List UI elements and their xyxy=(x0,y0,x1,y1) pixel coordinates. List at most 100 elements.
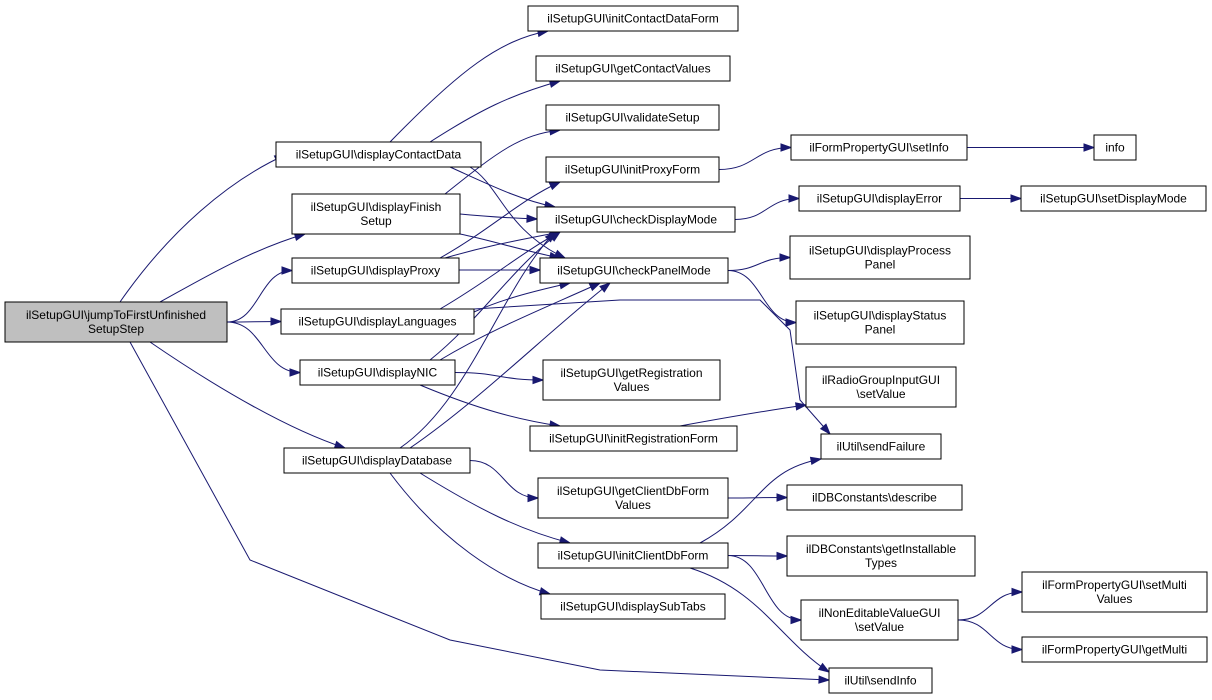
node-displayNIC[interactable]: ilSetupGUI\displayNIC xyxy=(299,359,456,386)
edge-line xyxy=(429,231,561,361)
node-label: ilSetupGUI\displaySubTabs xyxy=(560,600,705,614)
edge-line xyxy=(679,404,807,427)
node-layer: ilSetupGUI\jumpToFirstUnfinishedSetupSte… xyxy=(4,5,1208,694)
node-initRegistrationForm[interactable]: ilSetupGUI\initRegistrationForm xyxy=(529,425,738,452)
node-box xyxy=(786,484,963,511)
edge-checkPanelMode-to-displayProcessPanel xyxy=(727,253,792,271)
arrow-head-icon xyxy=(548,181,562,191)
node-displayLanguages[interactable]: ilSetupGUI\displayLanguages xyxy=(280,308,475,335)
node-validateSetup[interactable]: ilSetupGUI\validateSetup xyxy=(545,104,720,131)
edge-line xyxy=(727,555,802,621)
node-box xyxy=(820,433,942,460)
node-radioSetValue[interactable]: ilRadioGroupInputGUI\setValue xyxy=(805,366,957,408)
node-info[interactable]: info xyxy=(1093,134,1137,161)
node-describe[interactable]: ilDBConstants\describe xyxy=(786,484,963,511)
node-label: ilSetupGUI\displayDatabase xyxy=(302,454,452,468)
node-getContactValues[interactable]: ilSetupGUI\getContactValues xyxy=(535,55,731,82)
node-label: ilFormPropertyGUI\setInfo xyxy=(809,141,949,155)
edge-line xyxy=(459,233,561,259)
edge-line xyxy=(689,567,830,673)
node-label: ilSetupGUI\checkPanelMode xyxy=(557,264,711,278)
node-box xyxy=(539,257,729,284)
edge-line xyxy=(419,384,561,427)
edge-root-to-displayContactData xyxy=(119,154,287,303)
edge-line xyxy=(129,341,830,681)
node-initClientDbForm[interactable]: ilSetupGUI\initClientDbForm xyxy=(537,542,729,569)
arrow-head-icon xyxy=(1010,194,1023,203)
node-box xyxy=(283,447,471,474)
node-box xyxy=(537,542,729,569)
node-label: ilFormPropertyGUI\setMulti xyxy=(1042,578,1187,592)
edge-line xyxy=(159,233,306,303)
node-sendFailure[interactable]: ilUtil\sendFailure xyxy=(820,433,942,460)
edge-line xyxy=(409,282,611,449)
node-initContactDataForm[interactable]: ilSetupGUI\initContactDataForm xyxy=(527,5,739,32)
arrow-head-icon xyxy=(779,253,792,262)
edge-line xyxy=(699,458,822,544)
node-displaySubTabs[interactable]: ilSetupGUI\displaySubTabs xyxy=(540,593,726,620)
arrow-head-icon xyxy=(819,423,832,436)
node-box xyxy=(828,667,933,694)
node-box xyxy=(537,477,729,519)
arrow-head-icon xyxy=(785,318,798,327)
edge-line xyxy=(469,460,539,499)
arrow-head-icon xyxy=(817,662,831,673)
node-label: ilSetupGUI\displayFinish xyxy=(311,200,442,214)
node-label: ilUtil\sendFailure xyxy=(837,440,926,454)
arrow-head-icon xyxy=(532,375,545,385)
node-displayProxy[interactable]: ilSetupGUI\displayProxy xyxy=(291,257,460,284)
node-nonEditSetValue[interactable]: ilNonEditableValueGUI\setValue xyxy=(800,599,959,641)
edge-root-to-displayNIC xyxy=(226,321,302,377)
edge-checkDisplayMode-to-displayError xyxy=(734,194,801,220)
node-box xyxy=(789,235,971,280)
edge-displayFinishSetup-to-checkDisplayMode xyxy=(459,213,539,223)
node-root[interactable]: ilSetupGUI\jumpToFirstUnfinishedSetupSte… xyxy=(4,301,228,343)
node-initProxyForm[interactable]: ilSetupGUI\initProxyForm xyxy=(545,156,720,183)
edge-line xyxy=(389,472,551,595)
node-checkDisplayMode[interactable]: ilSetupGUI\checkDisplayMode xyxy=(536,206,736,233)
edge-line xyxy=(454,372,544,381)
node-label: Values xyxy=(614,380,650,394)
arrow-head-icon xyxy=(776,551,789,561)
node-label: Setup xyxy=(360,214,392,228)
node-label: Types xyxy=(865,556,897,570)
edge-displayNIC-to-getRegistrationValues xyxy=(454,372,545,385)
arrow-head-icon xyxy=(776,493,789,502)
node-box xyxy=(1021,636,1208,663)
node-displayDatabase[interactable]: ilSetupGUI\displayDatabase xyxy=(283,447,471,474)
arrow-head-icon xyxy=(544,230,557,243)
edge-line xyxy=(149,341,346,449)
edge-nonEditSetValue-to-setMultiValues xyxy=(957,587,1024,621)
node-getMulti[interactable]: ilFormPropertyGUI\getMulti xyxy=(1021,636,1208,663)
node-setDisplayMode[interactable]: ilSetupGUI\setDisplayMode xyxy=(1020,185,1207,212)
node-box xyxy=(790,134,968,161)
node-sendInfo[interactable]: ilUtil\sendInfo xyxy=(828,667,933,694)
node-box xyxy=(4,301,228,343)
edge-nonEditSetValue-to-getMulti xyxy=(957,619,1024,654)
edge-line xyxy=(119,154,286,303)
arrow-head-icon xyxy=(526,214,539,223)
node-box xyxy=(805,366,957,408)
edge-root-to-displayLanguages xyxy=(226,317,283,326)
edge-initClientDbForm-to-sendInfo xyxy=(689,567,831,673)
node-setInfo[interactable]: ilFormPropertyGUI\setInfo xyxy=(790,134,968,161)
node-displayError[interactable]: ilSetupGUI\displayError xyxy=(798,185,961,212)
node-box xyxy=(529,425,738,452)
arrow-head-icon xyxy=(788,194,801,203)
arrow-head-icon xyxy=(809,456,823,466)
node-checkPanelMode[interactable]: ilSetupGUI\checkPanelMode xyxy=(539,257,729,284)
edge-initRegistrationForm-to-radioSetValue xyxy=(679,402,808,427)
node-displayContactData[interactable]: ilSetupGUI\displayContactData xyxy=(275,141,482,168)
node-box xyxy=(1020,185,1207,212)
node-label: SetupStep xyxy=(88,322,144,336)
node-label: ilFormPropertyGUI\getMulti xyxy=(1042,643,1187,657)
edge-line xyxy=(957,619,1023,650)
